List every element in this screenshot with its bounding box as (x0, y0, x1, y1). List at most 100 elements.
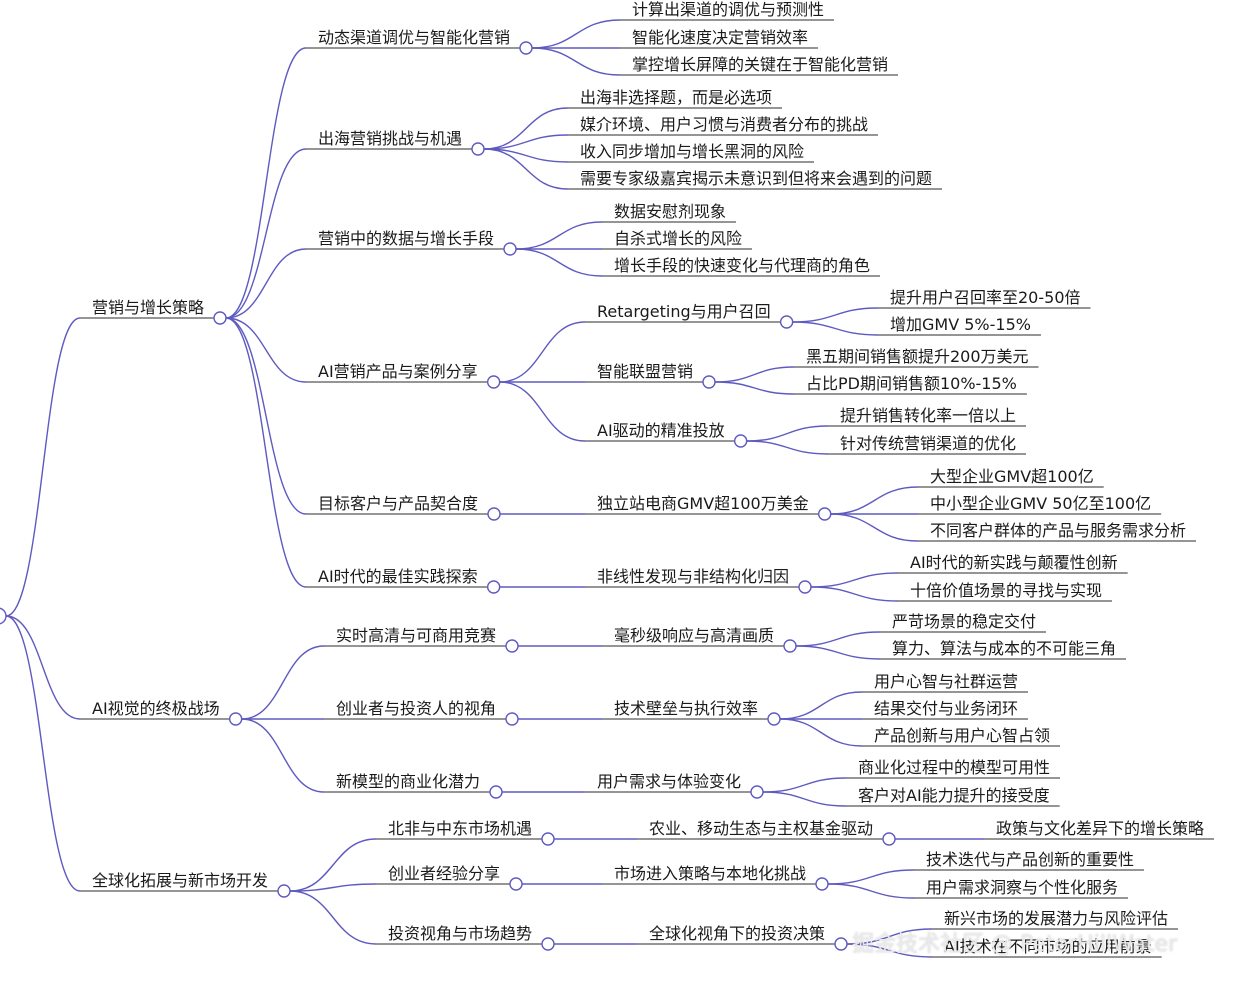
node-dot-0-4 (487, 507, 501, 521)
node-label-2-1-0-1: 用户需求洞察与个性化服务 (926, 878, 1118, 897)
node-label-0-4-0-2: 不同客户群体的产品与服务需求分析 (930, 521, 1186, 540)
node-label-1-1-0-2: 产品创新与用户心智占领 (874, 726, 1050, 745)
node-label-2-2-0-0: 新兴市场的发展潜力与风险评估 (944, 909, 1168, 928)
node-label-0-2-2: 增长手段的快速变化与代理商的角色 (614, 256, 870, 275)
node-label-2-0-0: 农业、移动生态与主权基金驱动 (649, 819, 873, 838)
edge-0-4-0-0 (830, 486, 919, 515)
node-label-0-0-0: 计算出渠道的调优与预测性 (632, 0, 824, 19)
edge-0 (5, 317, 81, 617)
node-label-1-1-0-1: 结果交付与业务闭环 (874, 699, 1018, 718)
edge-0-3 (226, 317, 307, 383)
edge-1-2-0-0 (763, 777, 847, 793)
edge-0-3-0-0 (792, 307, 879, 323)
watermark: 掘金技术社区 @ PeterHillWater (852, 932, 1178, 957)
node-label-0-2-1: 自杀式增长的风险 (614, 229, 742, 248)
edge-1-1-0-0 (780, 691, 863, 720)
node-dot-1 (228, 712, 243, 726)
labels: 营销与增长策略动态渠道调优与智能化营销计算出渠道的调优与预测性智能化速度决定营销… (92, 0, 1204, 956)
edge-2-1-0-1 (828, 883, 915, 899)
node-label-1-0-0: 毫秒级响应与高清画质 (614, 626, 774, 645)
edge-2-1 (290, 883, 377, 892)
edge-0-3-2-0 (746, 425, 829, 442)
node-dot-2-0-0 (882, 832, 896, 846)
edge-1-0-0-0 (796, 631, 881, 647)
edge-0-3-1-1 (715, 381, 795, 395)
root-dot (0, 607, 7, 625)
node-label-2-1-0-0: 技术迭代与产品创新的重要性 (926, 850, 1134, 869)
node-label-0-3-0-0: 提升用户召回率至20-50倍 (890, 288, 1081, 307)
node-dots (0, 41, 896, 951)
node-label-1-1-0: 技术壁垒与执行效率 (614, 699, 758, 718)
node-label-0-5-0: 非线性发现与非结构化归因 (597, 567, 789, 586)
node-dot-1-2-0 (750, 785, 764, 799)
node-label-0-3-2-1: 针对传统营销渠道的优化 (840, 434, 1016, 453)
edge-0-3-0 (499, 321, 586, 383)
node-dot-2 (277, 884, 291, 898)
node-dot-0-2 (503, 242, 517, 256)
node-dot-1-0-0 (783, 639, 797, 653)
node-label-0-2-0: 数据安慰剂现象 (614, 202, 726, 221)
edge-1-2 (241, 718, 325, 793)
node-dot-0-0 (519, 41, 533, 55)
edge-0-5-0-1 (811, 586, 899, 602)
node-label-2-2-0: 全球化视角下的投资决策 (649, 924, 825, 943)
node-dot-0 (213, 311, 227, 325)
edge-0-0-0 (532, 19, 621, 49)
node-dot-2-0 (541, 832, 555, 846)
edge-1-0-0-1 (796, 645, 881, 660)
edge-2-0 (290, 838, 377, 892)
node-dot-0-3-0 (779, 315, 794, 329)
node-label-1-0-0-1: 算力、算法与成本的不可能三角 (892, 639, 1116, 658)
edge-0-3-0-1 (792, 321, 879, 336)
node-label-0-3-1-1: 占比PD期间销售额10%-15% (806, 374, 1017, 393)
node-label-0-3: AI营销产品与案例分享 (318, 362, 478, 381)
edge-2-2 (290, 890, 377, 945)
edge-0-2-2 (516, 248, 603, 277)
node-label-1-0-0-0: 严苛场景的稳定交付 (892, 612, 1036, 631)
node-label-0-0-2: 掌控增长屏障的关键在于智能化营销 (632, 55, 888, 74)
node-dot-1-2 (489, 785, 503, 799)
node-label-2-0-0-0: 政策与文化差异下的增长策略 (996, 819, 1204, 838)
node-label-0-4: 目标客户与产品契合度 (318, 494, 478, 513)
edge-0-4-0-2 (830, 513, 919, 542)
node-label-2: 全球化拓展与新市场开发 (92, 871, 268, 890)
edge-1-1-0-2 (780, 718, 863, 747)
underlines (80, 19, 1215, 958)
node-label-1-2: 新模型的商业化潜力 (336, 772, 480, 791)
node-label-0-1: 出海营销挑战与机遇 (318, 129, 462, 148)
edge-0-4 (225, 317, 307, 515)
edge-2 (5, 615, 81, 892)
node-label-0-5: AI时代的最佳实践探索 (318, 567, 478, 586)
node-label-2-0: 北非与中东市场机遇 (388, 819, 532, 838)
node-label-2-1-0: 市场进入策略与本地化挑战 (614, 864, 806, 883)
edge-0-5 (225, 317, 307, 588)
node-label-0-5-0-0: AI时代的新实践与颠覆性创新 (910, 553, 1118, 572)
edge-0-0-2 (532, 47, 621, 76)
edge-0-3-2-1 (746, 440, 829, 455)
node-label-1: AI视觉的终极战场 (92, 699, 220, 718)
edge-2-1-0-0 (828, 869, 915, 885)
node-label-0-2: 营销中的数据与增长手段 (318, 229, 494, 248)
node-dot-1-1 (505, 712, 519, 726)
node-label-1-1: 创业者与投资人的视角 (336, 699, 496, 718)
node-dot-2-1 (509, 877, 523, 891)
edge-1 (5, 615, 81, 720)
node-dot-0-5-0 (798, 580, 812, 594)
node-label-0-1-0: 出海非选择题，而是必选项 (580, 88, 772, 107)
node-label-1-1-0-0: 用户心智与社群运营 (874, 672, 1018, 691)
edge-0-5-0-0 (811, 572, 899, 588)
node-dot-0-5 (486, 580, 501, 594)
node-dot-0-4-0 (818, 507, 832, 521)
node-label-0-3-0-1: 增加GMV 5%-15% (890, 315, 1031, 334)
node-label-2-1: 创业者经验分享 (388, 864, 500, 883)
node-label-2-2: 投资视角与市场趋势 (388, 924, 532, 943)
edge-0-1-2 (484, 148, 569, 163)
edge-0-2 (226, 248, 307, 319)
node-label-0-3-1: 智能联盟营销 (597, 362, 693, 381)
node-dot-1-1-0 (767, 712, 781, 726)
edge-0-2-0 (516, 221, 603, 250)
node-label-2-2-0-1: AI技术在不同市场的应用前景 (944, 937, 1152, 956)
node-label-1-0: 实时高清与可商用竞赛 (336, 626, 496, 645)
